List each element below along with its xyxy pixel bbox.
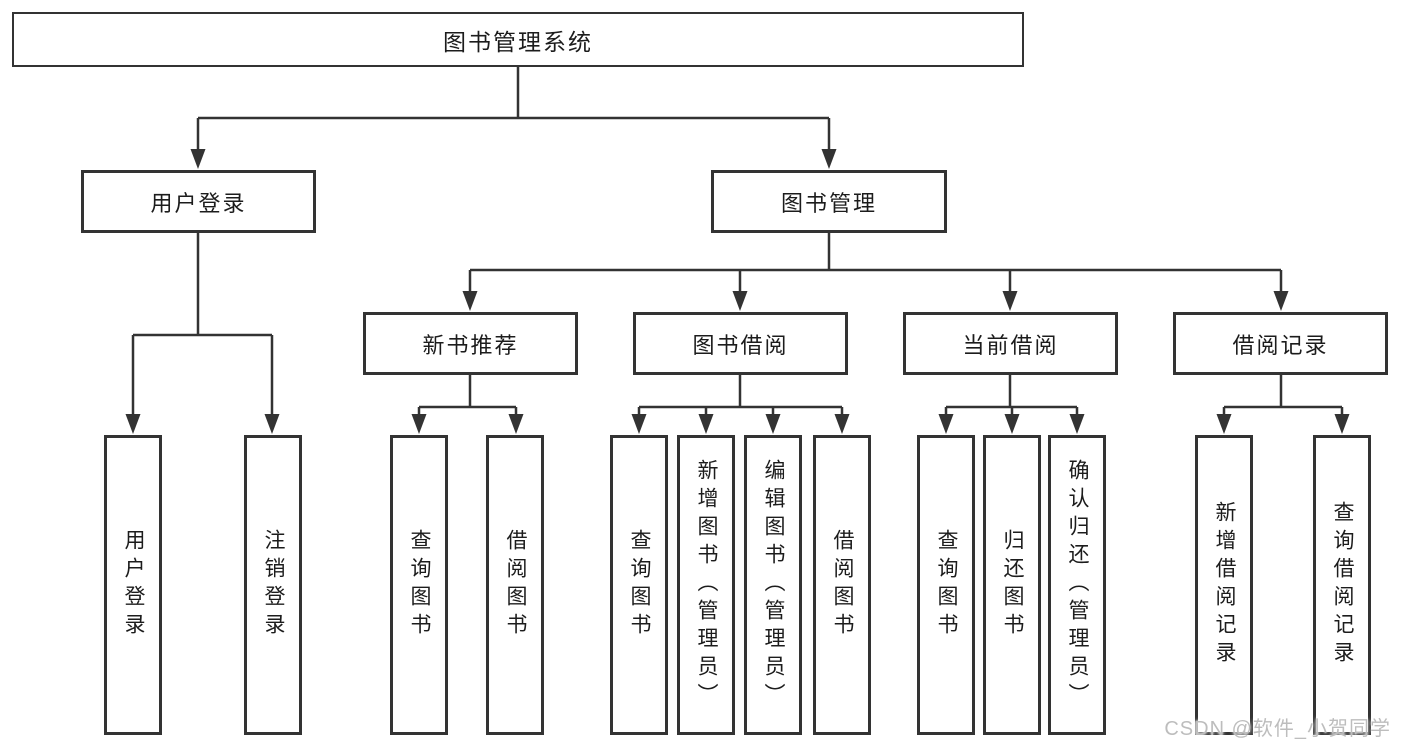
node-label: 归还图书 [1001,529,1024,641]
node-system-root: 图书管理系统 [12,12,1024,67]
arrowhead [125,414,141,434]
leaf-borrow-books: 借阅图书 [813,435,871,735]
arrowhead [834,414,850,434]
arrowhead [631,414,647,434]
arrowhead [1273,291,1289,311]
leaf-add-books-admin: 新增图书（管理员） [677,435,735,735]
arrowhead [765,414,781,434]
arrowhead [264,414,280,434]
leaf-confirm-return-admin: 确认归还（管理员） [1048,435,1106,735]
node-label: 当前借阅 [962,332,1059,358]
node-label: 图书管理 [780,190,877,216]
node-label: 用户登录 [150,190,247,216]
node-label: 新书推荐 [422,332,519,358]
leaf-edit-books-admin: 编辑图书（管理员） [744,435,802,735]
arrowhead [938,414,954,434]
node-new-book-recommend: 新书推荐 [363,312,578,375]
arrowhead [462,291,478,311]
node-label: 查询借阅记录 [1331,501,1354,669]
arrowhead [190,149,206,169]
node-label: 新增图书（管理员） [695,459,718,711]
arrowhead [1216,414,1232,434]
node-user-login-branch: 用户登录 [81,170,316,233]
connector-user-login-children [125,233,280,434]
node-label: 借阅记录 [1232,332,1329,358]
node-label: 图书管理系统 [443,28,593,55]
arrowhead [1002,291,1018,311]
leaf-return-books: 归还图书 [983,435,1041,735]
leaf-query-books-current: 查询图书 [917,435,975,735]
connector-root-to-branches [190,67,837,169]
connector-book-mgmt-groups [462,233,1289,311]
leaf-query-books-recommend: 查询图书 [390,435,448,735]
leaf-logout: 注销登录 [244,435,302,735]
arrowhead [698,414,714,434]
leaf-query-borrow-record: 查询借阅记录 [1313,435,1371,735]
node-label: 查询图书 [408,529,431,641]
connector-current-borrow-children [938,375,1085,434]
arrowhead [1004,414,1020,434]
node-label: 确认归还（管理员） [1066,459,1089,711]
arrowhead [411,414,427,434]
leaf-add-borrow-record: 新增借阅记录 [1195,435,1253,735]
leaf-borrow-books-recommend: 借阅图书 [486,435,544,735]
node-current-borrowing: 当前借阅 [903,312,1118,375]
leaf-user-login: 用户登录 [104,435,162,735]
csdn-watermark: CSDN @软件_小贺同学 [1164,718,1391,740]
arrowhead [508,414,524,434]
connector-new-books-children [411,375,524,434]
node-label: 图书借阅 [692,332,789,358]
node-book-management-branch: 图书管理 [711,170,947,233]
leaf-query-books-borrowing: 查询图书 [610,435,668,735]
node-label: 新增借阅记录 [1213,501,1236,669]
node-label: 借阅图书 [504,529,527,641]
connector-book-borrow-children [631,375,850,434]
arrowhead [1069,414,1085,434]
arrowhead [821,149,837,169]
connector-borrow-records-children [1216,375,1350,434]
node-book-borrowing: 图书借阅 [633,312,848,375]
node-borrow-records: 借阅记录 [1173,312,1388,375]
arrowhead [1334,414,1350,434]
node-label: 编辑图书（管理员） [762,459,785,711]
node-label: 借阅图书 [831,529,854,641]
node-label: 查询图书 [628,529,651,641]
node-label: 查询图书 [935,529,958,641]
node-label: 用户登录 [122,529,145,641]
node-label: 注销登录 [262,529,285,641]
arrowhead [732,291,748,311]
